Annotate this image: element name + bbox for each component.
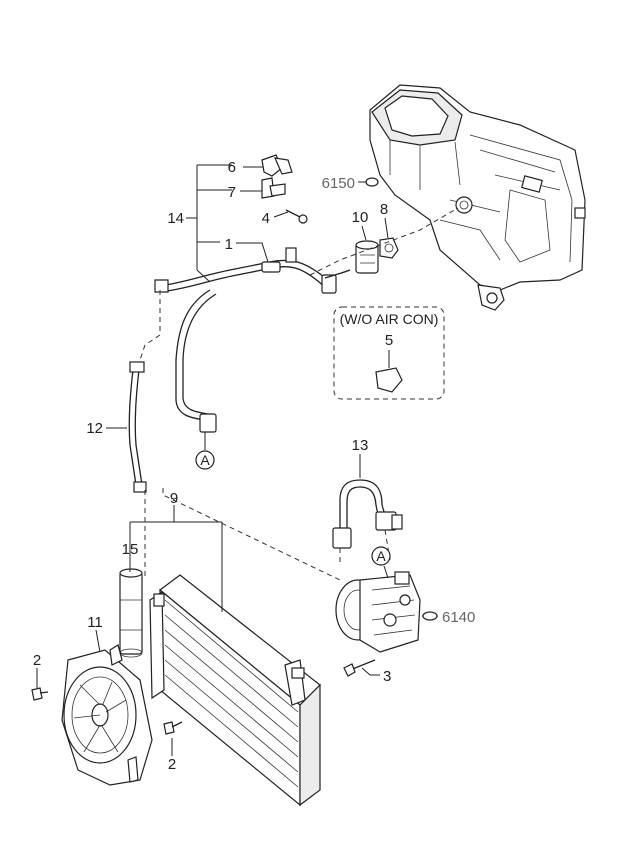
- callout-10: 10: [352, 209, 369, 226]
- variant-box-label: (W/O AIR CON): [340, 311, 439, 327]
- callout-9: 9: [170, 490, 178, 507]
- connector-a-upper-circle: [195, 450, 215, 470]
- callout-6: 6: [228, 159, 236, 176]
- callout-12: 12: [86, 420, 103, 437]
- compressor-bolt-3: [343, 659, 376, 677]
- callout-7: 7: [228, 184, 236, 201]
- condenser-fan-shroud-11: [61, 644, 153, 786]
- connector-a-upper: A: [200, 452, 210, 468]
- condenser-9: [149, 574, 321, 807]
- callout-labels: 6 7 14 4 1 10 8 6150 12 13 9 15 6140 11 …: [33, 159, 476, 773]
- callout-1: 1: [225, 236, 233, 253]
- callout-leaders: [36, 164, 438, 756]
- mounting-bolts-2: [31, 687, 183, 735]
- connector-markers: A A: [195, 450, 391, 566]
- callout-15: 15: [122, 541, 139, 558]
- ac-compressor: [335, 571, 421, 653]
- connector-a-lower: A: [376, 548, 386, 564]
- expansion-valve-and-oring: [355, 237, 399, 274]
- callout-6140: 6140: [442, 609, 475, 626]
- routing-dashed-lines: [162, 207, 459, 581]
- liquid-pipe-12: [128, 290, 161, 580]
- callout-3: 3: [383, 668, 391, 685]
- connector-a-lower-circle: [371, 546, 391, 566]
- wo-air-con-variant-box: (W/O AIR CON) 5: [333, 306, 445, 400]
- callout-13: 13: [352, 437, 369, 454]
- callout-4: 4: [262, 210, 270, 227]
- callout-11: 11: [87, 614, 103, 631]
- callout-14: 14: [167, 210, 184, 227]
- callout-2-lower: 2: [168, 756, 176, 773]
- callout-8: 8: [380, 201, 388, 218]
- suction-liquid-pipe-assembly: [154, 247, 351, 433]
- discharge-hose-13: [332, 479, 403, 549]
- hvac-evaporator-unit: [369, 84, 586, 311]
- callout-2-left: 2: [33, 652, 41, 669]
- callout-6150: 6150: [322, 175, 355, 192]
- clamp-and-bracket-parts: [261, 154, 308, 224]
- receiver-drier-15: [119, 568, 143, 658]
- callout-5: 5: [385, 332, 393, 349]
